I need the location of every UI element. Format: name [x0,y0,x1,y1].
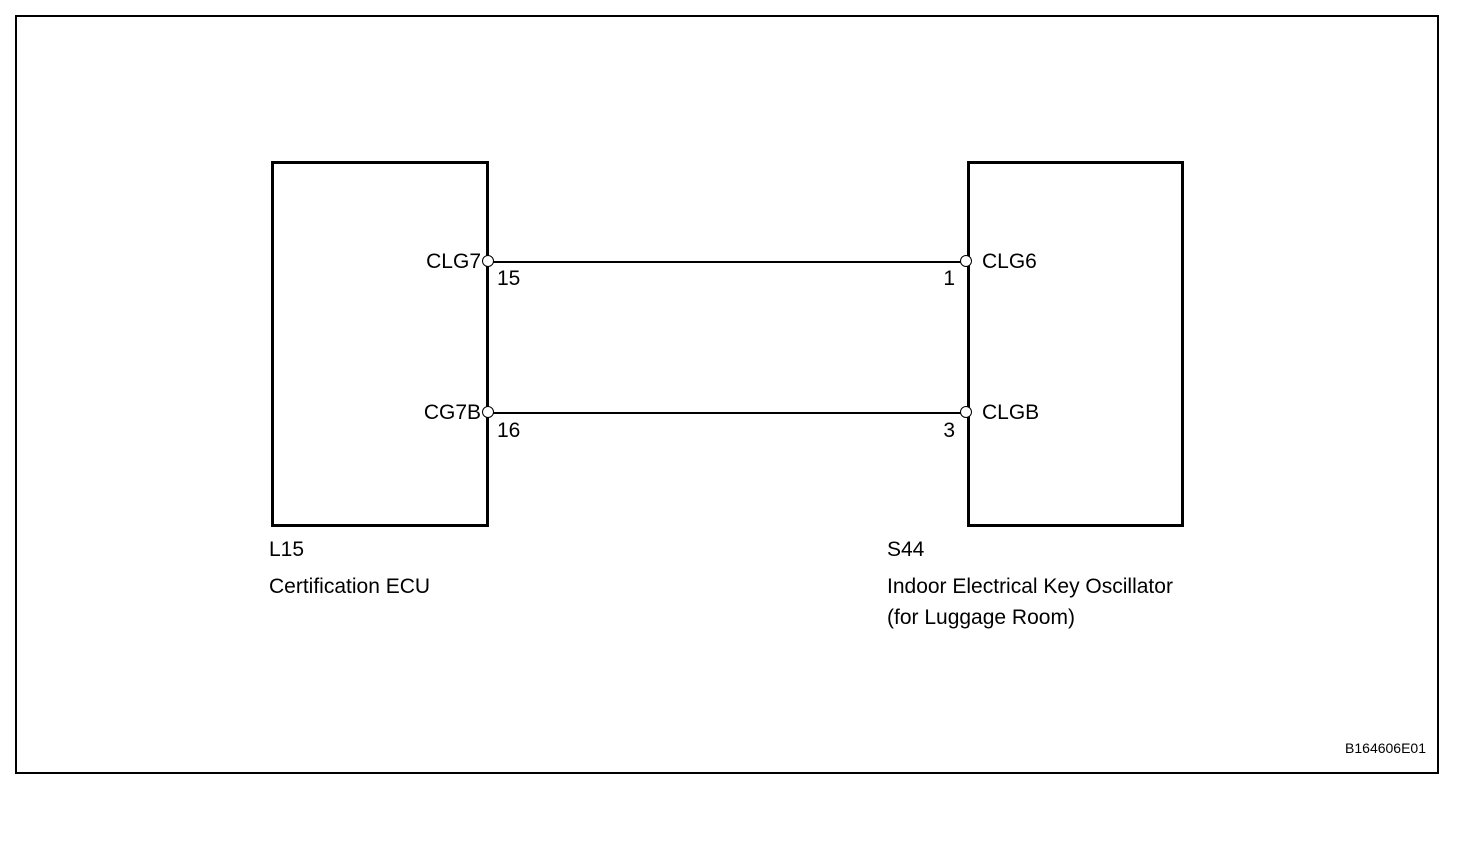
wire-clg7-to-clg6 [489,261,967,263]
pin-number-3: 3 [943,419,955,442]
pin-dot-l15-16 [482,406,494,418]
component-id-s44: S44 [887,538,925,561]
pin-number-16: 16 [497,419,521,442]
caption-l15: L15 Certification ECU [269,534,430,602]
caption-s44: S44 Indoor Electrical Key Oscillator (fo… [887,534,1173,633]
component-name-l15: Certification ECU [269,575,431,598]
terminal-label-cg7b: CG7B [423,401,481,424]
component-name-s44: Indoor Electrical Key Oscillator [887,575,1173,598]
component-box-s44 [967,161,1184,527]
component-box-l15 [271,161,489,527]
pin-dot-l15-15 [482,255,494,267]
component-name-s44-line2: (for Luggage Room) [887,606,1075,629]
figure-code: B164606E01 [1345,740,1426,756]
pin-number-15: 15 [497,267,521,290]
diagram-border-frame [15,15,1439,774]
pin-dot-s44-3 [960,406,972,418]
terminal-label-clg7: CLG7 [426,250,481,273]
pin-number-1: 1 [943,267,955,290]
component-id-l15: L15 [269,538,305,561]
terminal-label-clgb: CLGB [982,401,1040,424]
terminal-label-clg6: CLG6 [982,250,1037,273]
pin-dot-s44-1 [960,255,972,267]
wire-cg7b-to-clgb [489,412,967,414]
